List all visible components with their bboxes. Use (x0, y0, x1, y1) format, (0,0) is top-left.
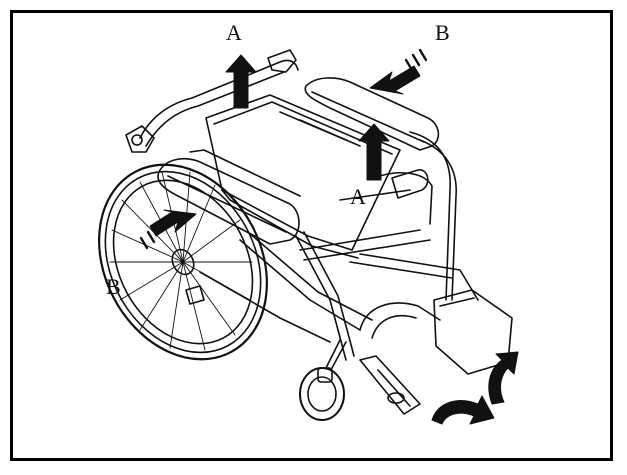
wheelchair-frame (125, 49, 513, 421)
arrow-a-top (225, 54, 257, 109)
figure-frame (10, 10, 613, 461)
arrow-a-mid (358, 123, 390, 181)
label-a-top: A (226, 20, 242, 45)
label-b-top: B (435, 20, 450, 45)
label-b-left: B (106, 274, 121, 299)
curved-rotate-arrow-icon (431, 351, 519, 425)
arrow-b-top (369, 48, 428, 95)
label-a-middle: A (350, 184, 366, 209)
arrow-b-left (139, 209, 197, 250)
